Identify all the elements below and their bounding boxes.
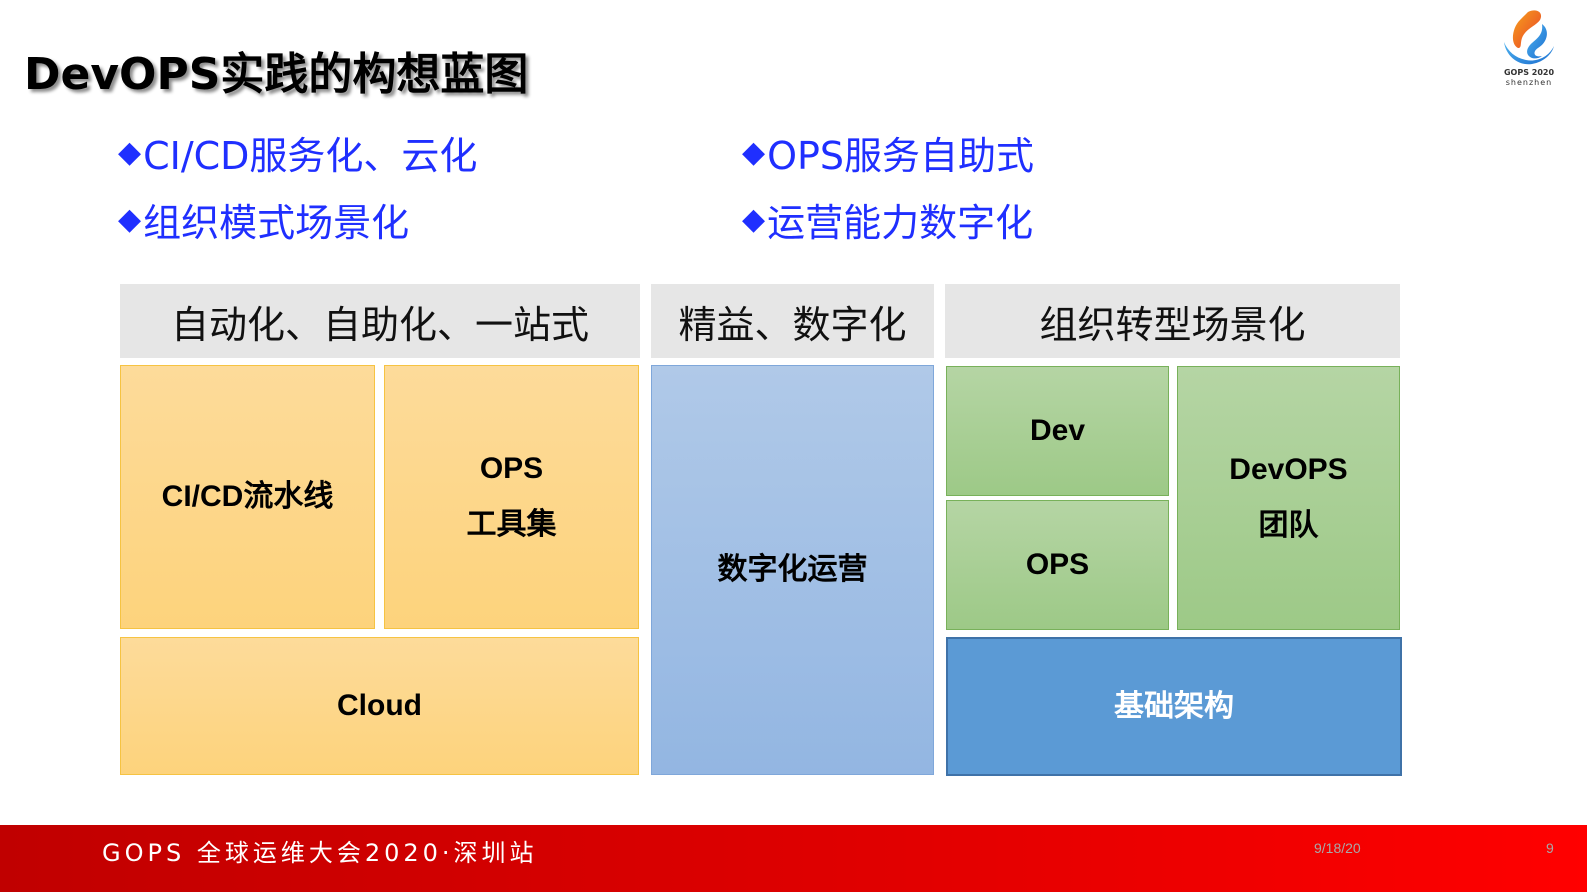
diamond-bullet-icon: ◆ (742, 202, 766, 237)
footer-bar: GOPS 全球运维大会2020·深圳站 9/18/20 9 (0, 825, 1587, 892)
box-label: Dev (1029, 414, 1086, 447)
box-label: 团队 (1258, 509, 1319, 542)
logo-text-gops: GOPS 2020 (1503, 68, 1555, 77)
box-infrastructure: 基础架构 (946, 637, 1402, 776)
diamond-bullet-icon: ◆ (742, 135, 766, 170)
box-devops-team: DevOPS 团队 (1177, 366, 1400, 630)
header-automation: 自动化、自助化、一站式 (120, 284, 640, 358)
bullet-ops-digital: ◆ 运营能力数字化 (742, 192, 1033, 247)
bullet-cicd: ◆ CI/CD服务化、云化 (118, 125, 477, 180)
gops-flame-icon (1504, 10, 1554, 65)
box-cicd-pipeline: CI/CD流水线 (120, 365, 375, 629)
box-label: DevOPS (1229, 453, 1348, 486)
box-label: 工具集 (466, 508, 557, 541)
diamond-bullet-icon: ◆ (118, 202, 142, 237)
footer-page-number: 9 (1546, 840, 1554, 856)
bullet-text: 组织模式场景化 (143, 201, 410, 245)
bullet-text: CI/CD服务化、云化 (143, 134, 478, 178)
box-ops-toolset: OPS 工具集 (384, 365, 639, 629)
slide-title: DevOPS实践的构想蓝图 (24, 49, 529, 100)
bullet-text: 运营能力数字化 (767, 201, 1034, 245)
box-ops: OPS (946, 500, 1169, 630)
box-dev: Dev (946, 366, 1169, 496)
box-label: 数字化运营 (717, 553, 868, 586)
box-label: 基础架构 (1114, 689, 1234, 723)
gops-logo: GOPS 2020 shenzhen (1498, 6, 1560, 90)
bullet-text: OPS服务自助式 (767, 134, 1035, 178)
box-label: CI/CD流水线 (161, 480, 334, 513)
header-org-transform: 组织转型场景化 (945, 284, 1400, 358)
box-label: Cloud (337, 689, 422, 722)
diamond-bullet-icon: ◆ (118, 135, 142, 170)
logo-text-city: shenzhen (1505, 78, 1553, 87)
box-digital-operations: 数字化运营 (651, 365, 934, 775)
box-label: OPS (1025, 548, 1090, 581)
box-cloud: Cloud (120, 637, 639, 775)
footer-date: 9/18/20 (1314, 840, 1361, 856)
box-label: OPS (479, 452, 544, 485)
bullet-ops-self-service: ◆ OPS服务自助式 (742, 125, 1034, 180)
footer-conference-name: GOPS 全球运维大会2020·深圳站 (102, 839, 538, 867)
header-lean-digital: 精益、数字化 (651, 284, 934, 358)
bullet-org-model: ◆ 组织模式场景化 (118, 192, 409, 247)
